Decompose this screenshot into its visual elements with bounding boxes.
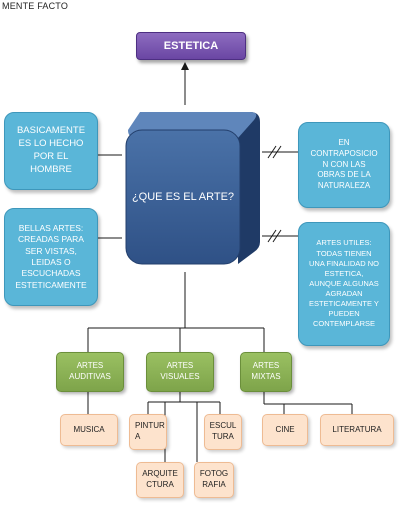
left-top-label: BASICAMENTE ES LO HECHO POR EL HOMBRE — [16, 125, 86, 175]
category-artes-auditivas: ARTES AUDITIVAS — [56, 352, 124, 392]
left-bottom-label: BELLAS ARTES: CREADAS PARA SER VISTAS, L… — [15, 222, 87, 290]
category-artes-mixtas: ARTES MIXTAS — [240, 352, 292, 392]
right-bottom-label: ARTES UTILES: TODAS TIENEN UNA FINALIDAD… — [308, 238, 379, 329]
category-label: ARTES VISUALES — [160, 361, 200, 381]
left-top-node: BASICAMENTE ES LO HECHO POR EL HOMBRE — [4, 112, 98, 190]
leaf-fotografia: FOTOG RAFIA — [194, 462, 234, 498]
leaf-pintura: PINTUR A — [129, 414, 167, 450]
center-node: ¿QUE ES EL ARTE? — [122, 108, 262, 268]
leaf-label: FOTOG RAFIA — [199, 469, 229, 489]
leaf-cine: CINE — [262, 414, 308, 446]
leaf-musica: MUSICA — [60, 414, 118, 446]
category-label: ARTES MIXTAS — [251, 361, 281, 381]
right-top-label: EN CONTRAPOSICIO N CON LAS OBRAS DE LA N… — [310, 138, 378, 191]
category-artes-visuales: ARTES VISUALES — [146, 352, 214, 392]
estetica-node: ESTETICA — [136, 32, 246, 60]
page-title: MENTE FACTO — [2, 1, 69, 11]
leaf-label: CINE — [275, 424, 295, 434]
leaf-label: PINTUR A — [135, 421, 165, 441]
right-bottom-node: ARTES UTILES: TODAS TIENEN UNA FINALIDAD… — [298, 222, 390, 346]
left-bottom-node: BELLAS ARTES: CREADAS PARA SER VISTAS, L… — [4, 208, 98, 306]
leaf-literatura: LITERATURA — [320, 414, 394, 446]
leaf-escultura: ESCUL TURA — [204, 414, 242, 450]
category-label: ARTES AUDITIVAS — [69, 361, 111, 381]
leaf-arquitectura: ARQUITE CTURA — [136, 462, 184, 498]
estetica-label: ESTETICA — [163, 40, 219, 52]
leaf-label: MUSICA — [73, 424, 105, 434]
right-top-node: EN CONTRAPOSICIO N CON LAS OBRAS DE LA N… — [298, 122, 390, 208]
leaf-label: LITERATURA — [332, 424, 382, 434]
center-label: ¿QUE ES EL ARTE? — [131, 191, 235, 203]
leaf-label: ESCUL TURA — [209, 421, 237, 441]
leaf-label: ARQUITE CTURA — [142, 469, 178, 489]
